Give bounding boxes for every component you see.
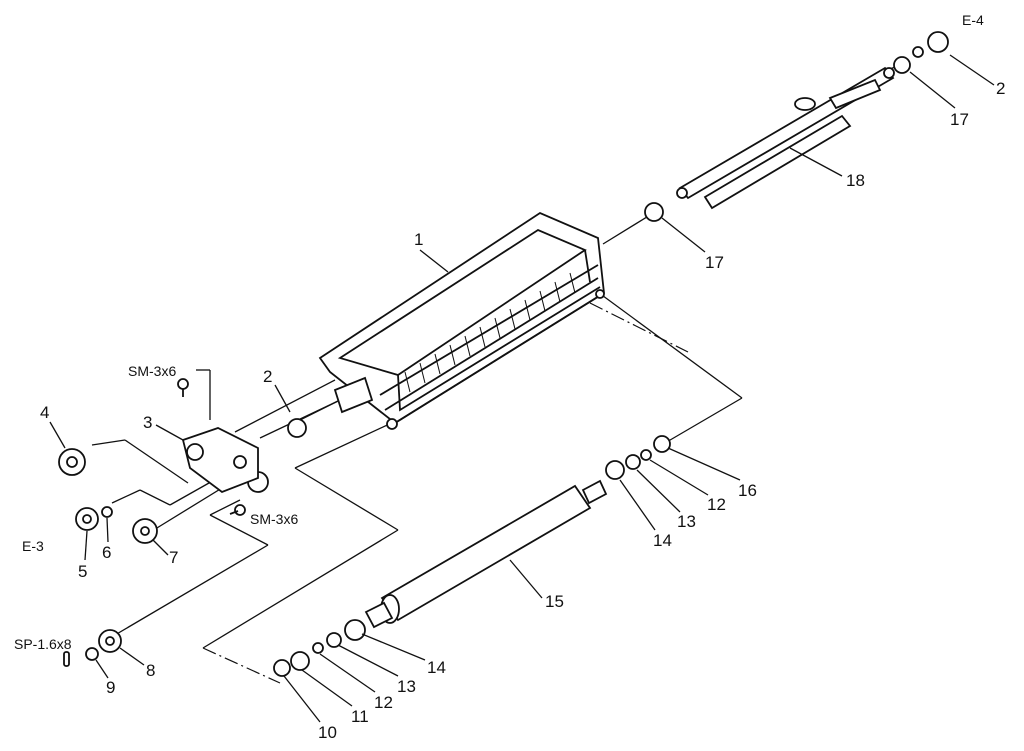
label-4: 4	[40, 403, 49, 422]
label-7: 7	[169, 548, 178, 567]
label-13-top: 13	[677, 512, 696, 531]
frame-slots	[404, 272, 576, 393]
label-2-left: 2	[263, 367, 272, 386]
assembly-lines	[91, 65, 898, 684]
label-15: 15	[545, 592, 564, 611]
upper-roller-part	[676, 66, 895, 210]
label-17-middle: 17	[705, 253, 724, 272]
label-13-bottom: 13	[397, 677, 416, 696]
label-e3: E-3	[22, 538, 44, 554]
label-e4: E-4	[962, 12, 984, 28]
label-16: 16	[738, 481, 757, 500]
label-sm3x6-top: SM-3x6	[128, 363, 176, 379]
label-11: 11	[351, 707, 369, 726]
label-9: 9	[106, 678, 115, 697]
label-1: 1	[414, 230, 423, 249]
label-14-bottom: 14	[427, 658, 446, 677]
label-17-top: 17	[950, 110, 969, 129]
label-5: 5	[78, 562, 87, 581]
label-12-top: 12	[707, 495, 726, 514]
label-3: 3	[143, 413, 152, 432]
label-10: 10	[318, 723, 337, 742]
small-parts	[58, 31, 949, 677]
part-labels: 1 2 2 3 4 5 6 7 8 9 10 11 12 13 14 15 14	[14, 12, 1005, 742]
label-sm3x6-bottom: SM-3x6	[250, 511, 298, 527]
label-sp16x8: SP-1.6x8	[14, 636, 72, 652]
label-6: 6	[102, 543, 111, 562]
label-18: 18	[846, 171, 865, 190]
frame-part	[318, 211, 605, 430]
label-12-bottom: 12	[374, 693, 393, 712]
lower-roller-part	[364, 479, 608, 629]
label-8: 8	[146, 661, 155, 680]
label-2-right: 2	[996, 79, 1005, 98]
label-14-top: 14	[653, 531, 672, 550]
bracket-part	[181, 427, 259, 494]
